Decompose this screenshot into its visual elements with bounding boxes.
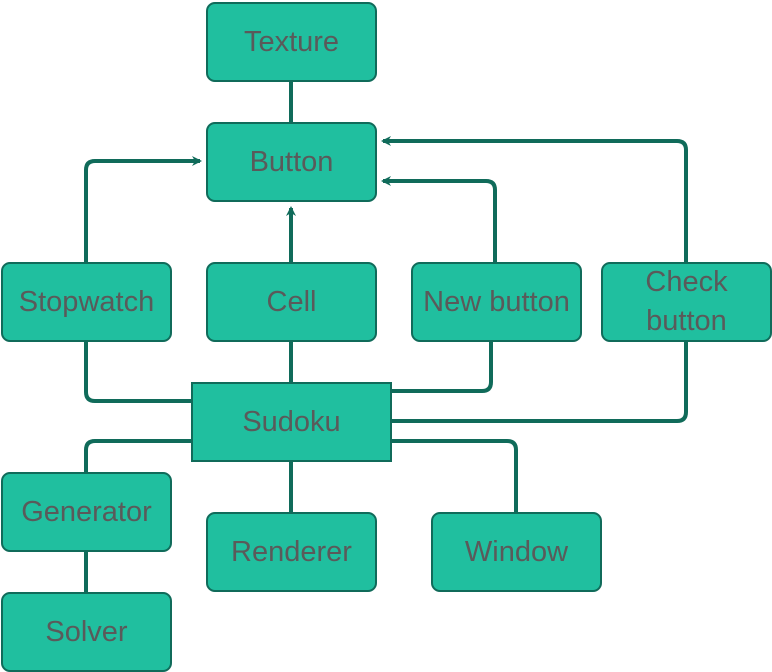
node-generator: Generator: [1, 472, 172, 552]
node-window: Window: [431, 512, 602, 592]
edge-stopwatch-button: [84, 156, 202, 262]
edge-sudoku-generator: [84, 439, 191, 472]
edge-sudoku-window: [392, 439, 518, 512]
edge-checkbutton-button: [381, 136, 688, 262]
node-sudoku: Sudoku: [191, 382, 392, 462]
edge-newbutton-button: [381, 176, 497, 262]
node-texture: Texture: [206, 2, 377, 82]
node-renderer: Renderer: [206, 512, 377, 592]
node-stopwatch: Stopwatch: [1, 262, 172, 342]
node-solver: Solver: [1, 592, 172, 672]
node-new-button: New button: [411, 262, 582, 342]
edge-sudoku-stopwatch: [84, 342, 191, 403]
node-button: Button: [206, 122, 377, 202]
edge-sudoku-newbutton: [392, 342, 493, 393]
edge-sudoku-checkbutton: [392, 342, 688, 423]
node-check-button: Check button: [601, 262, 772, 342]
node-cell: Cell: [206, 262, 377, 342]
